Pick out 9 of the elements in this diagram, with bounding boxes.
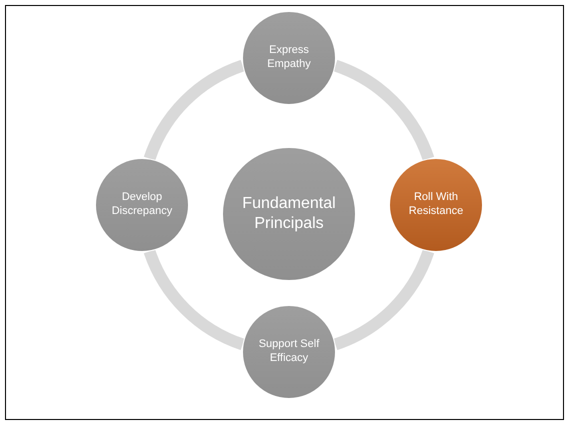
node-label: Develop Discrepancy bbox=[110, 191, 174, 219]
ring-arc bbox=[333, 60, 434, 161]
node-label: Support Self Efficacy bbox=[258, 338, 320, 366]
node-label: Express Empathy bbox=[266, 44, 312, 72]
ring-arc bbox=[144, 60, 245, 161]
ring-arc bbox=[333, 249, 434, 350]
ring-arc bbox=[144, 249, 245, 350]
node-label: Fundamental Principals bbox=[241, 194, 337, 234]
node-label: Roll With Resistance bbox=[408, 191, 464, 219]
